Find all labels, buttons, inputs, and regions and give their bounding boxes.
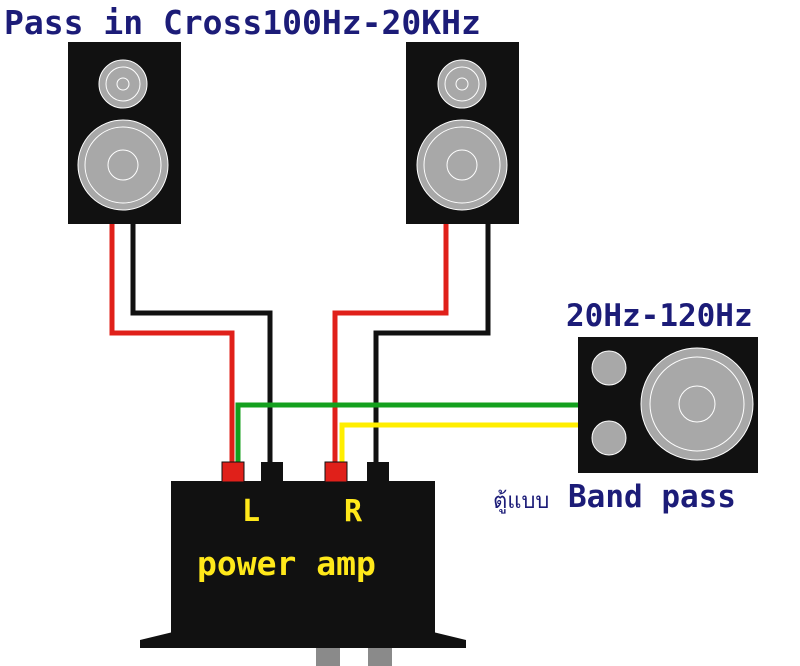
wire-green — [235, 402, 578, 462]
speaker-right-icon — [406, 42, 519, 224]
subwoofer-range-label: 20Hz-120Hz — [566, 298, 753, 334]
wire-left-black — [130, 224, 273, 462]
wire-right-red — [332, 224, 449, 462]
speaker-left-icon — [68, 42, 181, 224]
subwoofer-caption-en: Band pass — [568, 479, 736, 515]
subwoofer-caption-thai: ตู้แบบ — [493, 489, 549, 514]
amp-name-label: power amp — [197, 544, 376, 583]
wire-yellow — [339, 422, 578, 462]
subwoofer-icon — [578, 337, 758, 473]
amp-right-label: R — [344, 494, 363, 529]
amp-left-label: L — [242, 494, 260, 529]
title: Pass in Cross100Hz-20KHz — [4, 3, 481, 42]
amplifier-icon — [140, 461, 466, 666]
wire-left-red — [109, 224, 235, 462]
wire-right-black — [373, 224, 491, 462]
